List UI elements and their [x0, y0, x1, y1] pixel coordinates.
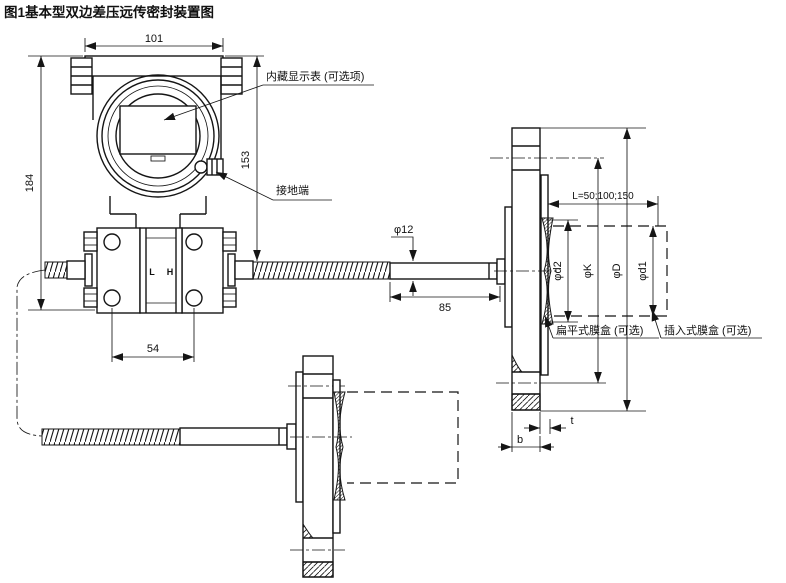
top-cover [84, 55, 224, 77]
dim-bolt-circle: φK [582, 263, 594, 278]
insert-capsule-label: 插入式膜盒 (可选) [664, 323, 751, 337]
dim-bolt-span: 54 [147, 343, 159, 355]
remote-seal-flange-bottom [288, 355, 459, 578]
capillary-right [252, 258, 506, 285]
flat-diaphragm [333, 391, 346, 501]
transmitter-head [96, 74, 220, 198]
ground-terminal [194, 158, 224, 176]
callouts: 内藏显示表 (可选项) 接地端 扁平式膜盒 (可选) 插入式膜盒 (可选) [163, 69, 762, 339]
dim-t: t [570, 415, 573, 427]
conduit-cap-right [220, 57, 243, 95]
flange-bolt [185, 289, 203, 307]
flange-bolt [103, 289, 121, 307]
port-label-high: H [167, 267, 174, 277]
backing-plate [504, 206, 513, 328]
port-label-low: L [149, 267, 155, 277]
transmitter-neck [109, 196, 207, 228]
insert-diaphragm-outline [347, 391, 459, 484]
ground-callout-leader [215, 171, 274, 201]
dimensions-transmitter: 101 184 153 54 [24, 33, 264, 362]
transmitter-front-view: L H [66, 55, 254, 314]
dim-insert-length: L=50;100;150 [572, 191, 634, 202]
dim-stem-length: 85 [439, 302, 451, 314]
display-window [119, 105, 197, 155]
dim-d2: φd2 [552, 261, 564, 280]
capillary-loop [16, 269, 46, 437]
process-flange-block: L H [66, 227, 254, 314]
capillary-left [16, 261, 297, 450]
display-latch [150, 155, 166, 162]
dim-body-height: 184 [24, 174, 36, 192]
display-callout-label: 内藏显示表 (可选项) [266, 69, 364, 83]
seal-stem [389, 262, 498, 280]
dim-flange-od: φD [611, 263, 623, 278]
figure-title: 图1基本型双边差压远传密封装置图 [4, 4, 214, 20]
dimensions-remote-seal: φ12 85 L=50;100;150 φd2 φK φD φd1 t [389, 127, 659, 452]
dim-head-height: 153 [240, 151, 252, 169]
bolt-heads [83, 231, 237, 308]
dim-body-width: 101 [145, 33, 163, 45]
ground-callout-label: 接地端 [276, 184, 309, 197]
flange-bolt [185, 233, 203, 251]
insert-diaphragm-outline [553, 225, 668, 317]
remote-seal-flange-right [490, 127, 668, 411]
display-callout-leader [163, 84, 264, 121]
flange-plate [511, 127, 541, 411]
flange-bolt [103, 233, 121, 251]
flange-plate [302, 355, 334, 578]
seal-stem [179, 427, 288, 446]
insert-capsule-leader [651, 309, 662, 339]
dim-d1: φd1 [637, 261, 649, 280]
capillary-port-left [66, 253, 93, 287]
flat-capsule-label: 扁平式膜盒 (可选) [556, 323, 643, 337]
dim-stem-dia: φ12 [394, 224, 413, 236]
flat-capsule-leader [544, 315, 554, 339]
dim-b: b [517, 434, 523, 446]
capillary-port-right [227, 253, 254, 287]
conduit-cap-left [70, 57, 93, 95]
